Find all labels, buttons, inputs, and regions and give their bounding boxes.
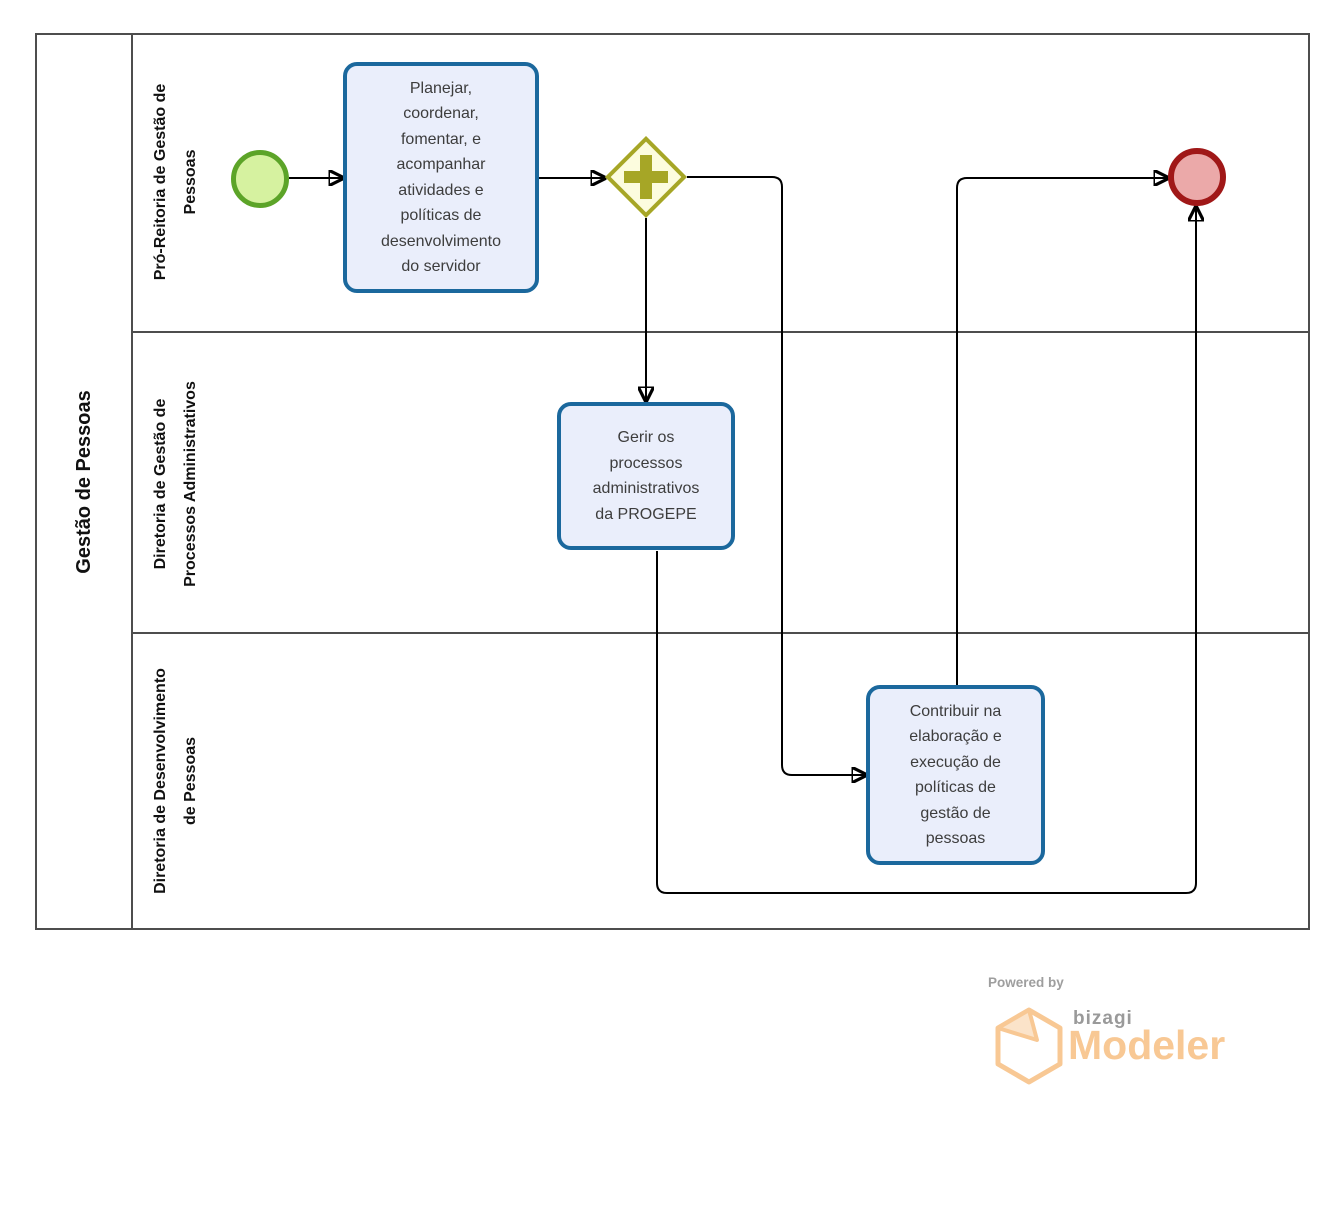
task-contribuir[interactable]: Contribuir na elaboração e execução de p… xyxy=(866,685,1045,865)
parallel-gateway[interactable] xyxy=(604,135,688,219)
bizagi-logo-icon xyxy=(995,1007,1063,1085)
lane-divider-2 xyxy=(131,632,1310,634)
start-event[interactable] xyxy=(231,150,289,208)
pool-title: Gestão de Pessoas xyxy=(72,390,95,574)
pool-label-divider xyxy=(131,33,133,930)
plus-icon xyxy=(640,155,652,199)
lane-label-pro-reitoria: Pró-Reitoria de Gestão de Pessoas xyxy=(151,83,199,281)
lane-label-gestao-processos: Diretoria de Gestão de Processos Adminis… xyxy=(151,381,199,587)
powered-by-text: Powered by xyxy=(988,975,1064,990)
end-event[interactable] xyxy=(1168,148,1226,206)
modeler-product-text: Modeler xyxy=(1068,1022,1226,1068)
lane-divider-1 xyxy=(131,331,1310,333)
lane-label-desenvolvimento: Diretoria de Desenvolvimento de Pessoas xyxy=(151,668,199,894)
task-gerir[interactable]: Gerir os processos administrativos da PR… xyxy=(557,402,735,550)
task-planejar[interactable]: Planejar, coordenar, fomentar, e acompan… xyxy=(343,62,539,293)
bizagi-brand-text: bizagi xyxy=(1073,1008,1133,1029)
